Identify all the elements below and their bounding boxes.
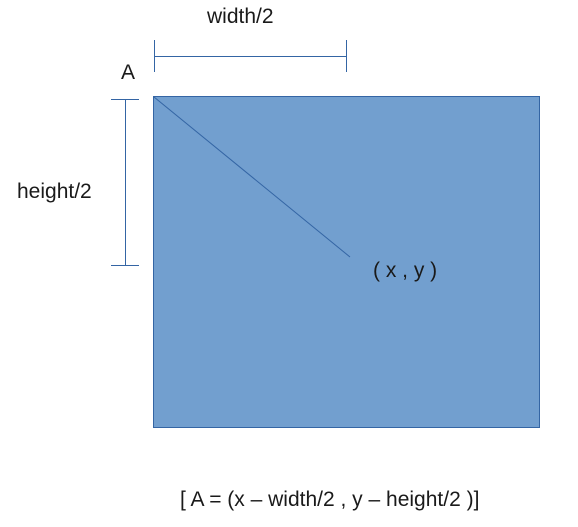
screen-rectangle (153, 96, 540, 428)
point-xy-label: ( x , y ) (373, 259, 438, 282)
width-half-label: width/2 (207, 5, 274, 28)
height-dimension-bracket (111, 99, 139, 266)
corner-a-label: A (121, 61, 136, 84)
diagonal-line (153, 96, 351, 258)
formula-label: [ A = (x – width/2 , y – height/2 )] (180, 488, 480, 511)
width-dimension-bracket (154, 40, 347, 72)
height-half-label: height/2 (17, 180, 92, 203)
